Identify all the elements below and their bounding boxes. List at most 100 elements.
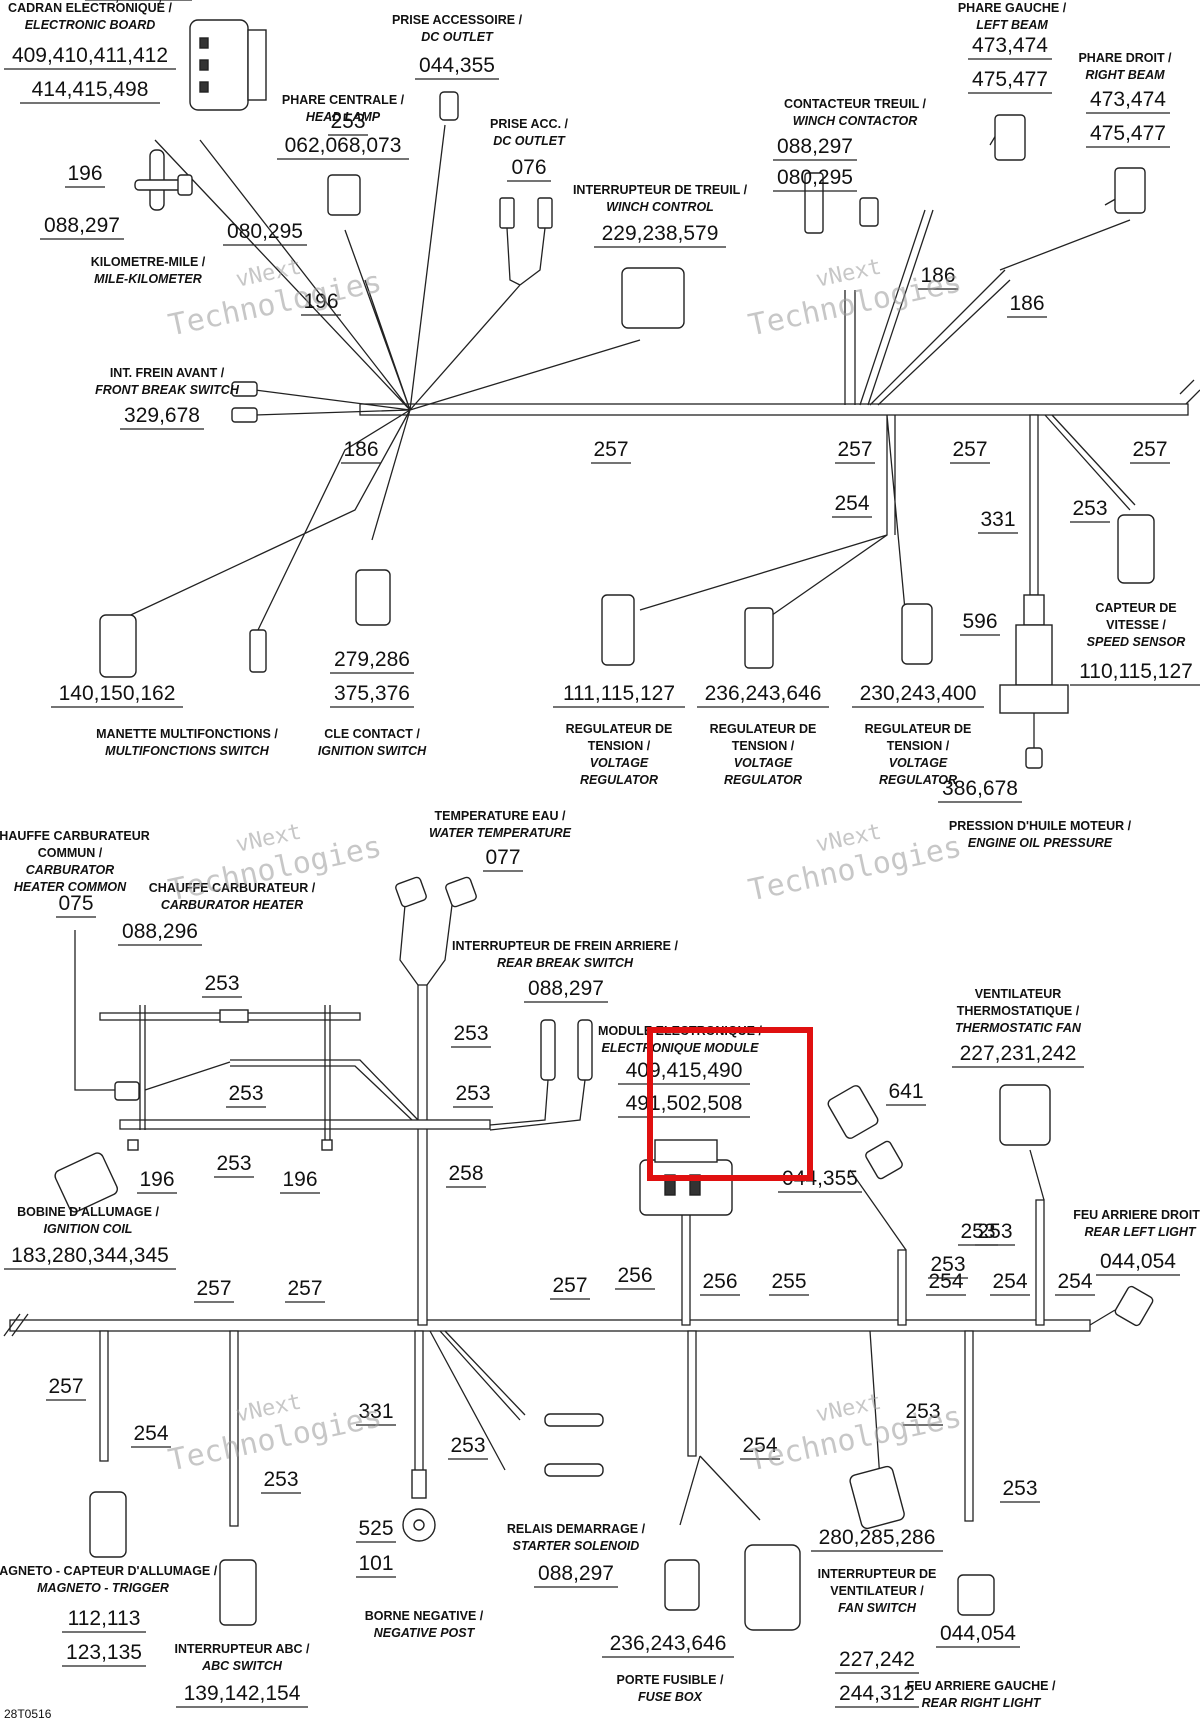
misc-ref-r641: 641 [888, 1080, 923, 1103]
regulator-1-connector [601, 594, 635, 666]
top-down-wires [119, 409, 411, 631]
wire-ref-bottom-15: 254 [928, 1270, 963, 1293]
multi_switch-ref-0: 140,150,162 [59, 682, 176, 705]
rear_left_light-ref-0: 044,054 [1100, 1250, 1176, 1273]
fan_switch-label-fr: INTERRUPTEUR DE [818, 1567, 937, 1581]
carb_heater_common-label-fr2: COMMUN / [38, 846, 103, 860]
misc-ref-r088a: 088,297 [44, 214, 120, 237]
wire-ref-bottom-25: 254 [742, 1434, 777, 1457]
right-beam-connector [1114, 167, 1146, 214]
carb_heater_common-label-en2: HEATER COMMON [14, 880, 127, 894]
electronic_board-label-en: ELECTRONIC BOARD [25, 18, 156, 32]
ignition_switch-ref-1: 375,376 [334, 682, 410, 705]
starter_solenoid-label-en: STARTER SOLENOID [513, 1539, 640, 1553]
head-lamp-connector [327, 174, 361, 216]
head_lamp-ref-0: 062,068,073 [285, 134, 402, 157]
wire-ref-bottom-24: 253 [263, 1468, 298, 1491]
regulator_3-label-en: VOLTAGE [889, 756, 948, 770]
oil-pressure-wire [1029, 414, 1039, 596]
fuse-box-connector-b [744, 1544, 801, 1631]
abc-drop [229, 1330, 239, 1527]
rear-brake-terminal-a [540, 1019, 556, 1081]
rear_left_light-label-fr: FEU ARRIERE DROIT / [1073, 1208, 1200, 1222]
ignition_coil-label-en: IGNITION COIL [44, 1222, 133, 1236]
wire-ref-bottom-2: 253 [228, 1082, 263, 1105]
ignition_switch-ref-0: 279,286 [334, 648, 410, 671]
speed-sensor-wire [1044, 414, 1136, 511]
top-main-trunk [359, 403, 1189, 416]
wire-ref-top-5: 254 [834, 492, 869, 515]
wire-ref-top-4: 257 [1132, 438, 1167, 461]
misc-ref-r044b: 044,355 [782, 1167, 858, 1190]
dc-outlet-2-spade-b [537, 197, 553, 229]
fan_switch-ref-2: 244,312 [839, 1682, 915, 1705]
speed_sensor-ref-0: 110,115,127 [1079, 660, 1193, 683]
head_lamp-label-en: HEAD LAMP [306, 110, 381, 124]
diagram-id: 28T0516 [4, 1707, 52, 1721]
fan-connector-drop [897, 1249, 907, 1326]
electronic_module-ref-1: 491,502,508 [626, 1092, 743, 1115]
thermo-fan-connector [999, 1084, 1051, 1146]
wire-ref-bottom-10: 257 [196, 1277, 231, 1300]
water_temp-label-fr: TEMPERATURE EAU / [434, 809, 566, 823]
ground-lug-b [321, 1139, 333, 1151]
regulator_3-label-en2: REGULATOR [879, 773, 957, 787]
negative-post-terminal [402, 1469, 436, 1542]
carb_heater-label-en: CARBURATOR HEATER [161, 898, 303, 912]
front-brake-terminal-b [231, 407, 258, 423]
bottom-branch-wires [429, 1330, 881, 1526]
right_beam-ref-0: 473,474 [1090, 88, 1166, 111]
winch_contactor-ref-0: 088,297 [777, 135, 853, 158]
rear-left-light-connector [1114, 1285, 1154, 1327]
fuse_box-ref-0: 236,243,646 [610, 1632, 727, 1655]
wire-ref-top-0: 186 [343, 438, 378, 461]
wire-ref-bottom-0: 253 [204, 972, 239, 995]
ignition_coil-ref-0: 183,280,344,345 [11, 1244, 169, 1267]
winch_control-label-en: WINCH CONTROL [606, 200, 714, 214]
top-connectors [99, 19, 1155, 769]
head_lamp-label-fr: PHARE CENTRALE / [282, 93, 405, 107]
top-left-fanout [154, 124, 641, 416]
oil_pressure-ref-1: 386,678 [942, 777, 1018, 800]
regulator_1-ref-0: 111,115,127 [563, 682, 675, 705]
wire-ref-bottom-13: 256 [702, 1270, 737, 1293]
electronic_board-ref-1: 414,415,498 [32, 78, 149, 101]
thermo-fan-drop [1035, 1199, 1045, 1326]
front_brake-label-fr: INT. FREIN AVANT / [110, 366, 225, 380]
carb_heater_common-ref-0: 075 [58, 892, 93, 915]
speed_sensor-label-fr: CAPTEUR DE [1095, 601, 1176, 615]
fan_switch-ref-1: 227,242 [839, 1648, 915, 1671]
ignition_coil-label-fr: BOBINE D'ALLUMAGE / [17, 1205, 159, 1219]
wire-ref-bottom-5: 253 [960, 1220, 995, 1243]
rear_left_light-label-en: REAR LEFT LIGHT [1084, 1225, 1196, 1239]
left_beam-label-en: LEFT BEAM [976, 18, 1048, 32]
carb-common-plug [114, 1081, 140, 1101]
wire-ref-bottom-4: 253 [216, 1152, 251, 1175]
rear-brake-terminal-b [577, 1019, 593, 1081]
dc-outlet-connector [439, 91, 459, 121]
bottom-trunk-break [3, 1313, 29, 1337]
rear_right_light-label-fr: FEU ARRIERE GAUCHE / [907, 1679, 1056, 1693]
magneto-connector [89, 1491, 127, 1558]
carb_heater-label-fr: CHAUFFE CARBURATEUR / [149, 881, 316, 895]
regulator_3-label-fr: REGULATEUR DE [865, 722, 972, 736]
right_beam-label-en: RIGHT BEAM [1085, 68, 1165, 82]
wire-ref-top-1: 257 [593, 438, 628, 461]
electronic_module-ref-0: 409,415,490 [626, 1059, 743, 1082]
wire-ref-top-2: 257 [837, 438, 872, 461]
regulator_2-label-en2: REGULATOR [724, 773, 802, 787]
fan_switch-label-en: FAN SWITCH [838, 1601, 917, 1615]
thermo_fan-label-fr2: THERMOSTATIQUE / [957, 1004, 1080, 1018]
top-right-bundle [844, 209, 1011, 406]
regulator_1-label-en: VOLTAGE [590, 756, 649, 770]
water-temp-plug-a [395, 876, 427, 908]
starter_solenoid-label-fr: RELAIS DEMARRAGE / [507, 1522, 646, 1536]
front-brake-terminal-a [231, 381, 258, 397]
speed_sensor-label-en: SPEED SENSOR [1087, 635, 1186, 649]
abc_switch-label-fr: INTERRUPTEUR ABC / [175, 1642, 310, 1656]
carb-heater-sleeve [219, 1009, 249, 1023]
thermo_fan-ref-0: 227,231,242 [960, 1042, 1077, 1065]
left_beam-ref-1: 475,477 [972, 68, 1048, 91]
ignition_switch-label-fr: CLE CONTACT / [324, 727, 420, 741]
